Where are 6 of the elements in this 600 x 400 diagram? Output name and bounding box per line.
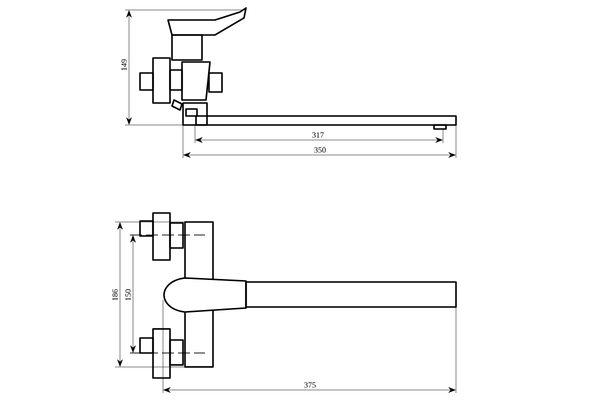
- dimension-label: 317: [312, 132, 324, 138]
- dimension-label: 350: [314, 147, 326, 153]
- dimension-label: 186: [112, 289, 118, 300]
- dimension-label: 375: [304, 382, 316, 388]
- dimension-label: 150: [125, 289, 131, 300]
- dimension-label: 149: [121, 59, 127, 70]
